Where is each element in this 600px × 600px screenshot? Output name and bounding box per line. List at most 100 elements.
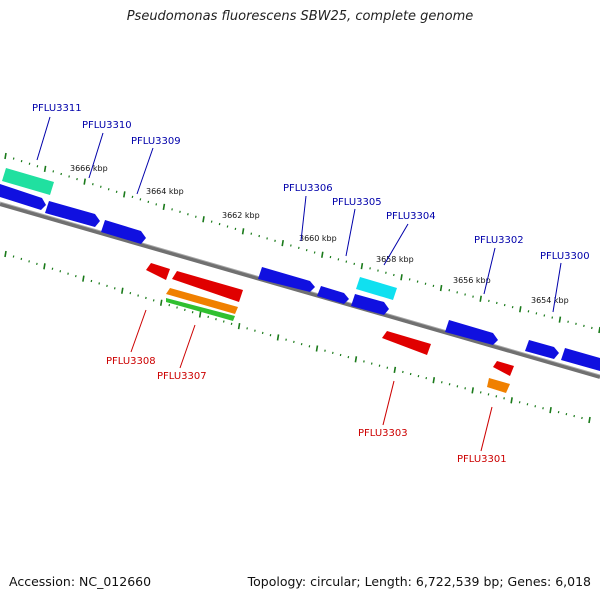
tick-mark (99, 185, 102, 188)
gene-arrow-blue[interactable] (0, 184, 46, 210)
tick-mark (408, 278, 411, 281)
gene-label-pflu3300[interactable]: PFLU3300 (540, 251, 590, 262)
tick-mark (36, 165, 39, 168)
gene-label-pflu3303[interactable]: PFLU3303 (358, 428, 408, 439)
gene-arrow-blue[interactable] (258, 267, 315, 292)
tick-mark (363, 360, 365, 363)
gene-label-pflu3307[interactable]: PFLU3307 (157, 371, 207, 382)
gene-arrow-red[interactable] (172, 271, 243, 302)
kbp-label-3658: 3658 kbp (376, 255, 414, 264)
genome-title: Pseudomonas fluorescens SBW25, complete … (126, 9, 474, 24)
gene-arrow-teal[interactable] (2, 168, 54, 195)
tick-mark (28, 260, 30, 263)
tick-mark (191, 311, 194, 314)
tick-mark (250, 232, 253, 235)
tick-mark (162, 203, 166, 210)
gene-label-pflu3308[interactable]: PFLU3308 (106, 356, 156, 367)
tick-mark (68, 175, 70, 178)
tick-mark (386, 366, 389, 369)
tick-mark (543, 314, 546, 317)
gene-label-pflu3304[interactable]: PFLU3304 (386, 211, 436, 222)
kbp-label-3664: 3664 kbp (146, 187, 184, 196)
tick-mark (28, 162, 31, 165)
tick-mark (139, 198, 142, 201)
tick-mark (331, 351, 334, 354)
tick-mark (171, 208, 173, 211)
tick-mark (308, 345, 311, 348)
tick-mark (393, 366, 397, 373)
tick-mark (583, 324, 585, 328)
gene-label-pflu3310[interactable]: PFLU3310 (82, 120, 132, 131)
tick-mark (456, 291, 459, 294)
gene-label-pflu3305[interactable]: PFLU3305 (332, 197, 382, 208)
gene-label-pflu3302[interactable]: PFLU3302 (474, 235, 524, 246)
kbp-label-3660: 3660 kbp (299, 234, 337, 243)
gene-arrow-red[interactable] (382, 331, 431, 355)
inner-tick-ring (4, 250, 591, 424)
tick-mark (258, 234, 261, 238)
gene-arrow-blue[interactable] (317, 286, 349, 304)
tick-mark (59, 270, 62, 273)
tick-mark (353, 262, 356, 266)
tick-mark (345, 260, 348, 263)
tick-mark (115, 190, 118, 193)
tick-mark (51, 267, 54, 270)
gene-arrow-orange[interactable] (166, 288, 238, 314)
genome-summary-text: Topology: circular; Length: 6,722,539 bp… (247, 574, 591, 589)
tick-mark (510, 397, 513, 404)
tick-mark (269, 334, 272, 337)
tick-mark (503, 397, 505, 400)
gene-arrow-red[interactable] (493, 361, 514, 376)
gene-arrow-orange[interactable] (487, 378, 510, 393)
tick-mark (67, 272, 69, 275)
tick-mark (254, 329, 256, 332)
gene-label-pflu3301[interactable]: PFLU3301 (457, 454, 507, 465)
gene-label-pflu3309[interactable]: PFLU3309 (131, 136, 181, 147)
tick-mark (590, 326, 593, 330)
tick-mark (43, 263, 46, 270)
tick-mark (226, 225, 229, 228)
tick-mark (558, 316, 562, 323)
gene-arrow-blue[interactable] (445, 320, 498, 345)
tick-mark (495, 301, 498, 305)
gene-arrow-blue[interactable] (561, 348, 600, 371)
tick-mark (471, 387, 474, 394)
tick-mark (425, 376, 428, 380)
tick-mark (337, 258, 340, 261)
gene-arrow-blue[interactable] (525, 340, 559, 359)
tick-mark (202, 216, 205, 223)
tick-mark (76, 177, 78, 181)
tick-mark (210, 220, 213, 223)
tick-mark (503, 303, 506, 307)
tick-mark (230, 322, 233, 325)
kbp-label-3662: 3662 kbp (222, 211, 260, 220)
gene-arrow-red[interactable] (146, 263, 170, 280)
outer-tick-ring (4, 152, 600, 334)
gene-label-pflu3311[interactable]: PFLU3311 (32, 103, 82, 114)
tick-mark (276, 334, 280, 341)
tick-mark (293, 340, 295, 344)
gene-arrow-green[interactable] (166, 298, 235, 321)
tick-mark (487, 393, 490, 396)
gene-arrow-blue[interactable] (45, 201, 100, 227)
tick-mark (534, 405, 537, 408)
tick-mark (113, 287, 116, 290)
tick-mark (495, 395, 498, 398)
tick-mark (184, 308, 186, 311)
tick-mark (400, 274, 403, 281)
tick-mark (588, 416, 591, 424)
tick-mark (416, 280, 419, 283)
tick-mark (440, 381, 443, 384)
tick-mark (549, 407, 552, 414)
kbp-label-3654: 3654 kbp (531, 296, 569, 305)
tick-mark (215, 318, 217, 321)
gene-label-pflu3306[interactable]: PFLU3306 (283, 183, 333, 194)
gene-arrow-blue[interactable] (351, 294, 389, 315)
tick-mark (324, 349, 326, 352)
tick-mark (347, 356, 350, 359)
gene-arrow-blue[interactable] (101, 220, 146, 244)
tick-mark (290, 244, 292, 247)
tick-mark (176, 306, 178, 309)
tick-mark (519, 306, 522, 313)
gene-arrow-cyan[interactable] (356, 277, 397, 300)
